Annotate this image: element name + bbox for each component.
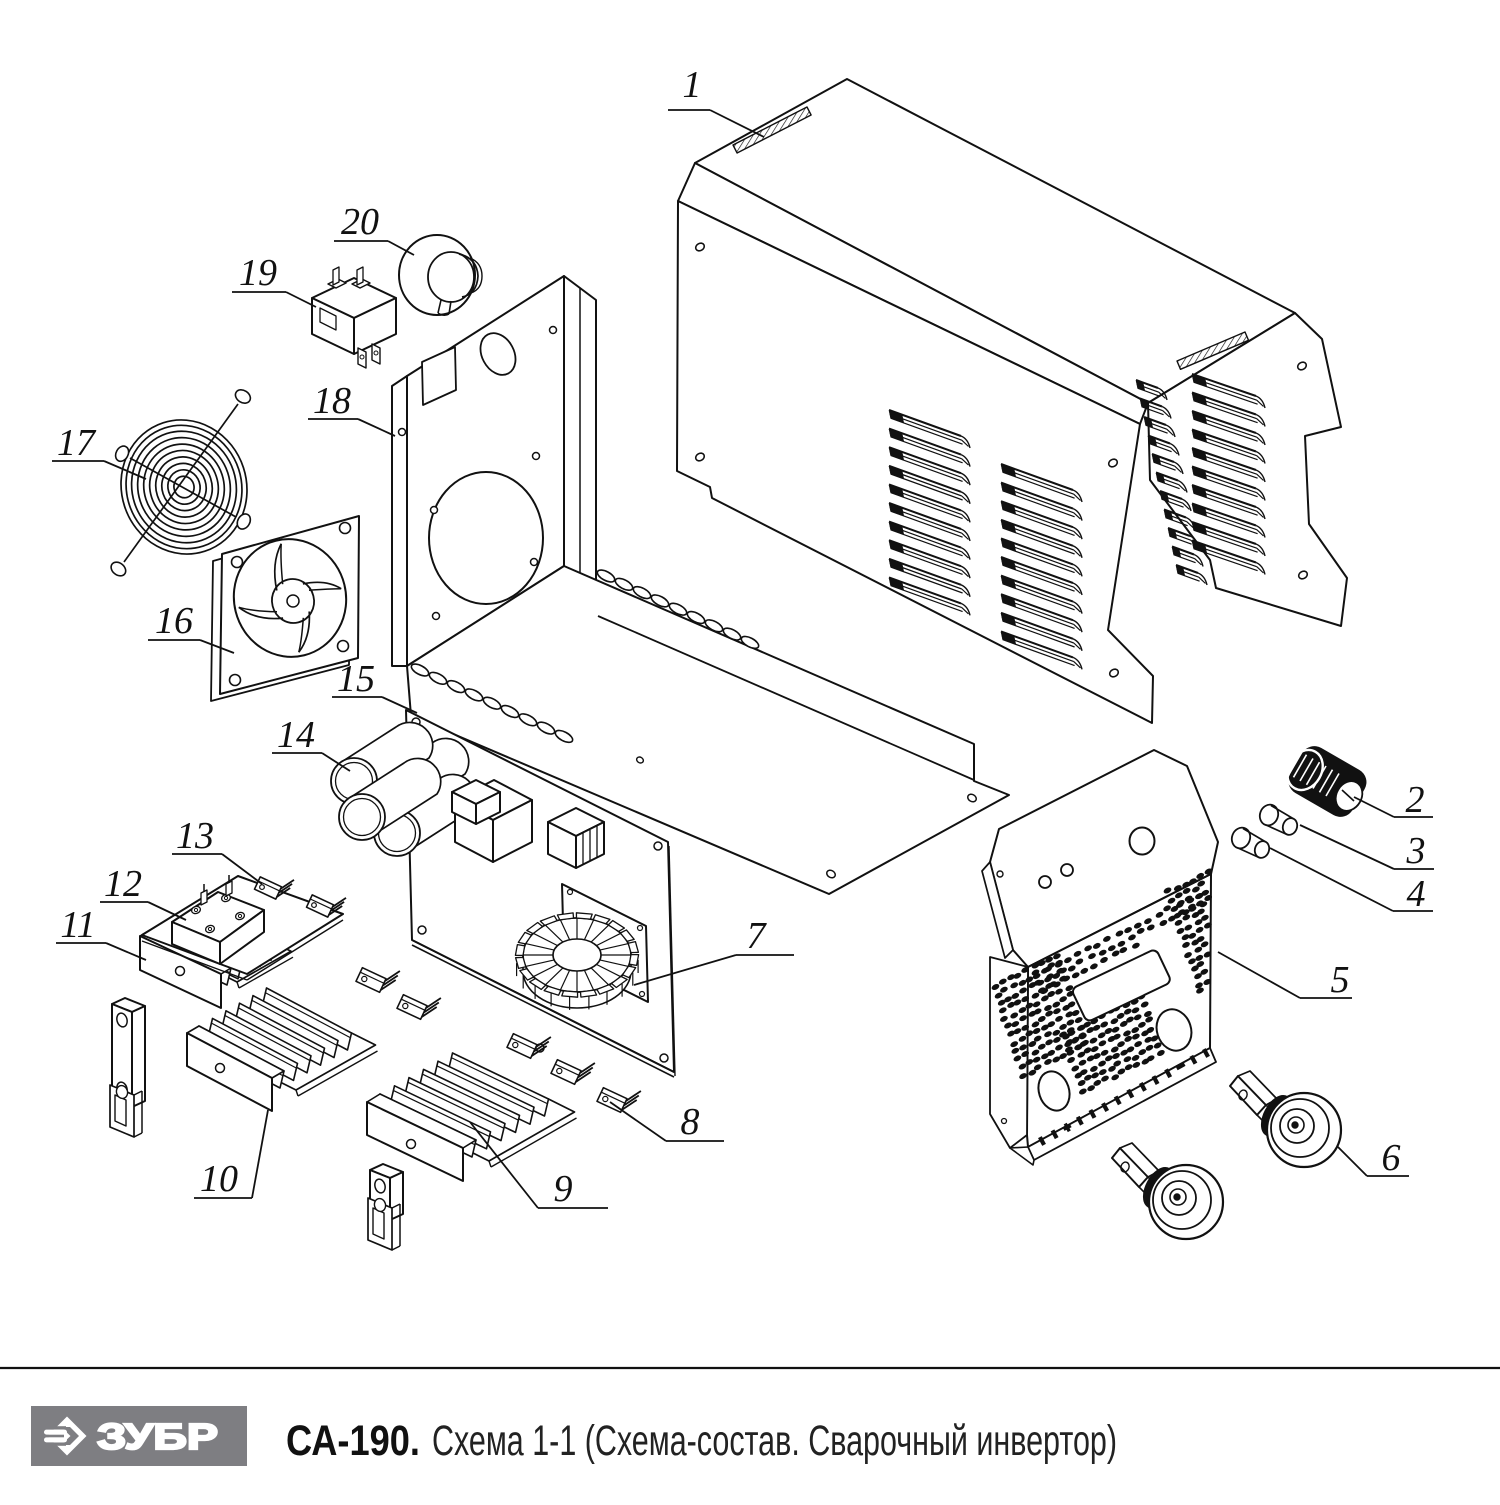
svg-text:7: 7: [747, 915, 768, 957]
svg-text:1: 1: [683, 64, 702, 106]
svg-text:20: 20: [341, 201, 379, 243]
svg-text:8: 8: [681, 1101, 700, 1143]
svg-text:19: 19: [239, 252, 277, 294]
svg-text:16: 16: [155, 600, 193, 642]
svg-text:17: 17: [57, 422, 97, 464]
svg-text:11: 11: [60, 904, 95, 946]
svg-text:3: 3: [1406, 830, 1426, 872]
svg-text:6: 6: [1382, 1137, 1401, 1179]
svg-text:18: 18: [313, 380, 351, 422]
svg-text:ЗУБР: ЗУБР: [97, 1416, 218, 1457]
svg-text:14: 14: [277, 714, 315, 756]
svg-text:2: 2: [1406, 779, 1425, 821]
svg-text:13: 13: [176, 815, 214, 857]
svg-text:10: 10: [200, 1158, 238, 1200]
svg-text:15: 15: [337, 658, 375, 700]
svg-text:4: 4: [1407, 873, 1426, 915]
svg-text:Схема 1-1 (Схема-состав. Сваро: Схема 1-1 (Схема-состав. Сварочный инвер…: [432, 1417, 1117, 1465]
svg-text:5: 5: [1331, 959, 1350, 1001]
svg-text:СА-190.: СА-190.: [286, 1417, 420, 1465]
svg-text:9: 9: [554, 1168, 573, 1210]
svg-text:12: 12: [104, 863, 142, 905]
